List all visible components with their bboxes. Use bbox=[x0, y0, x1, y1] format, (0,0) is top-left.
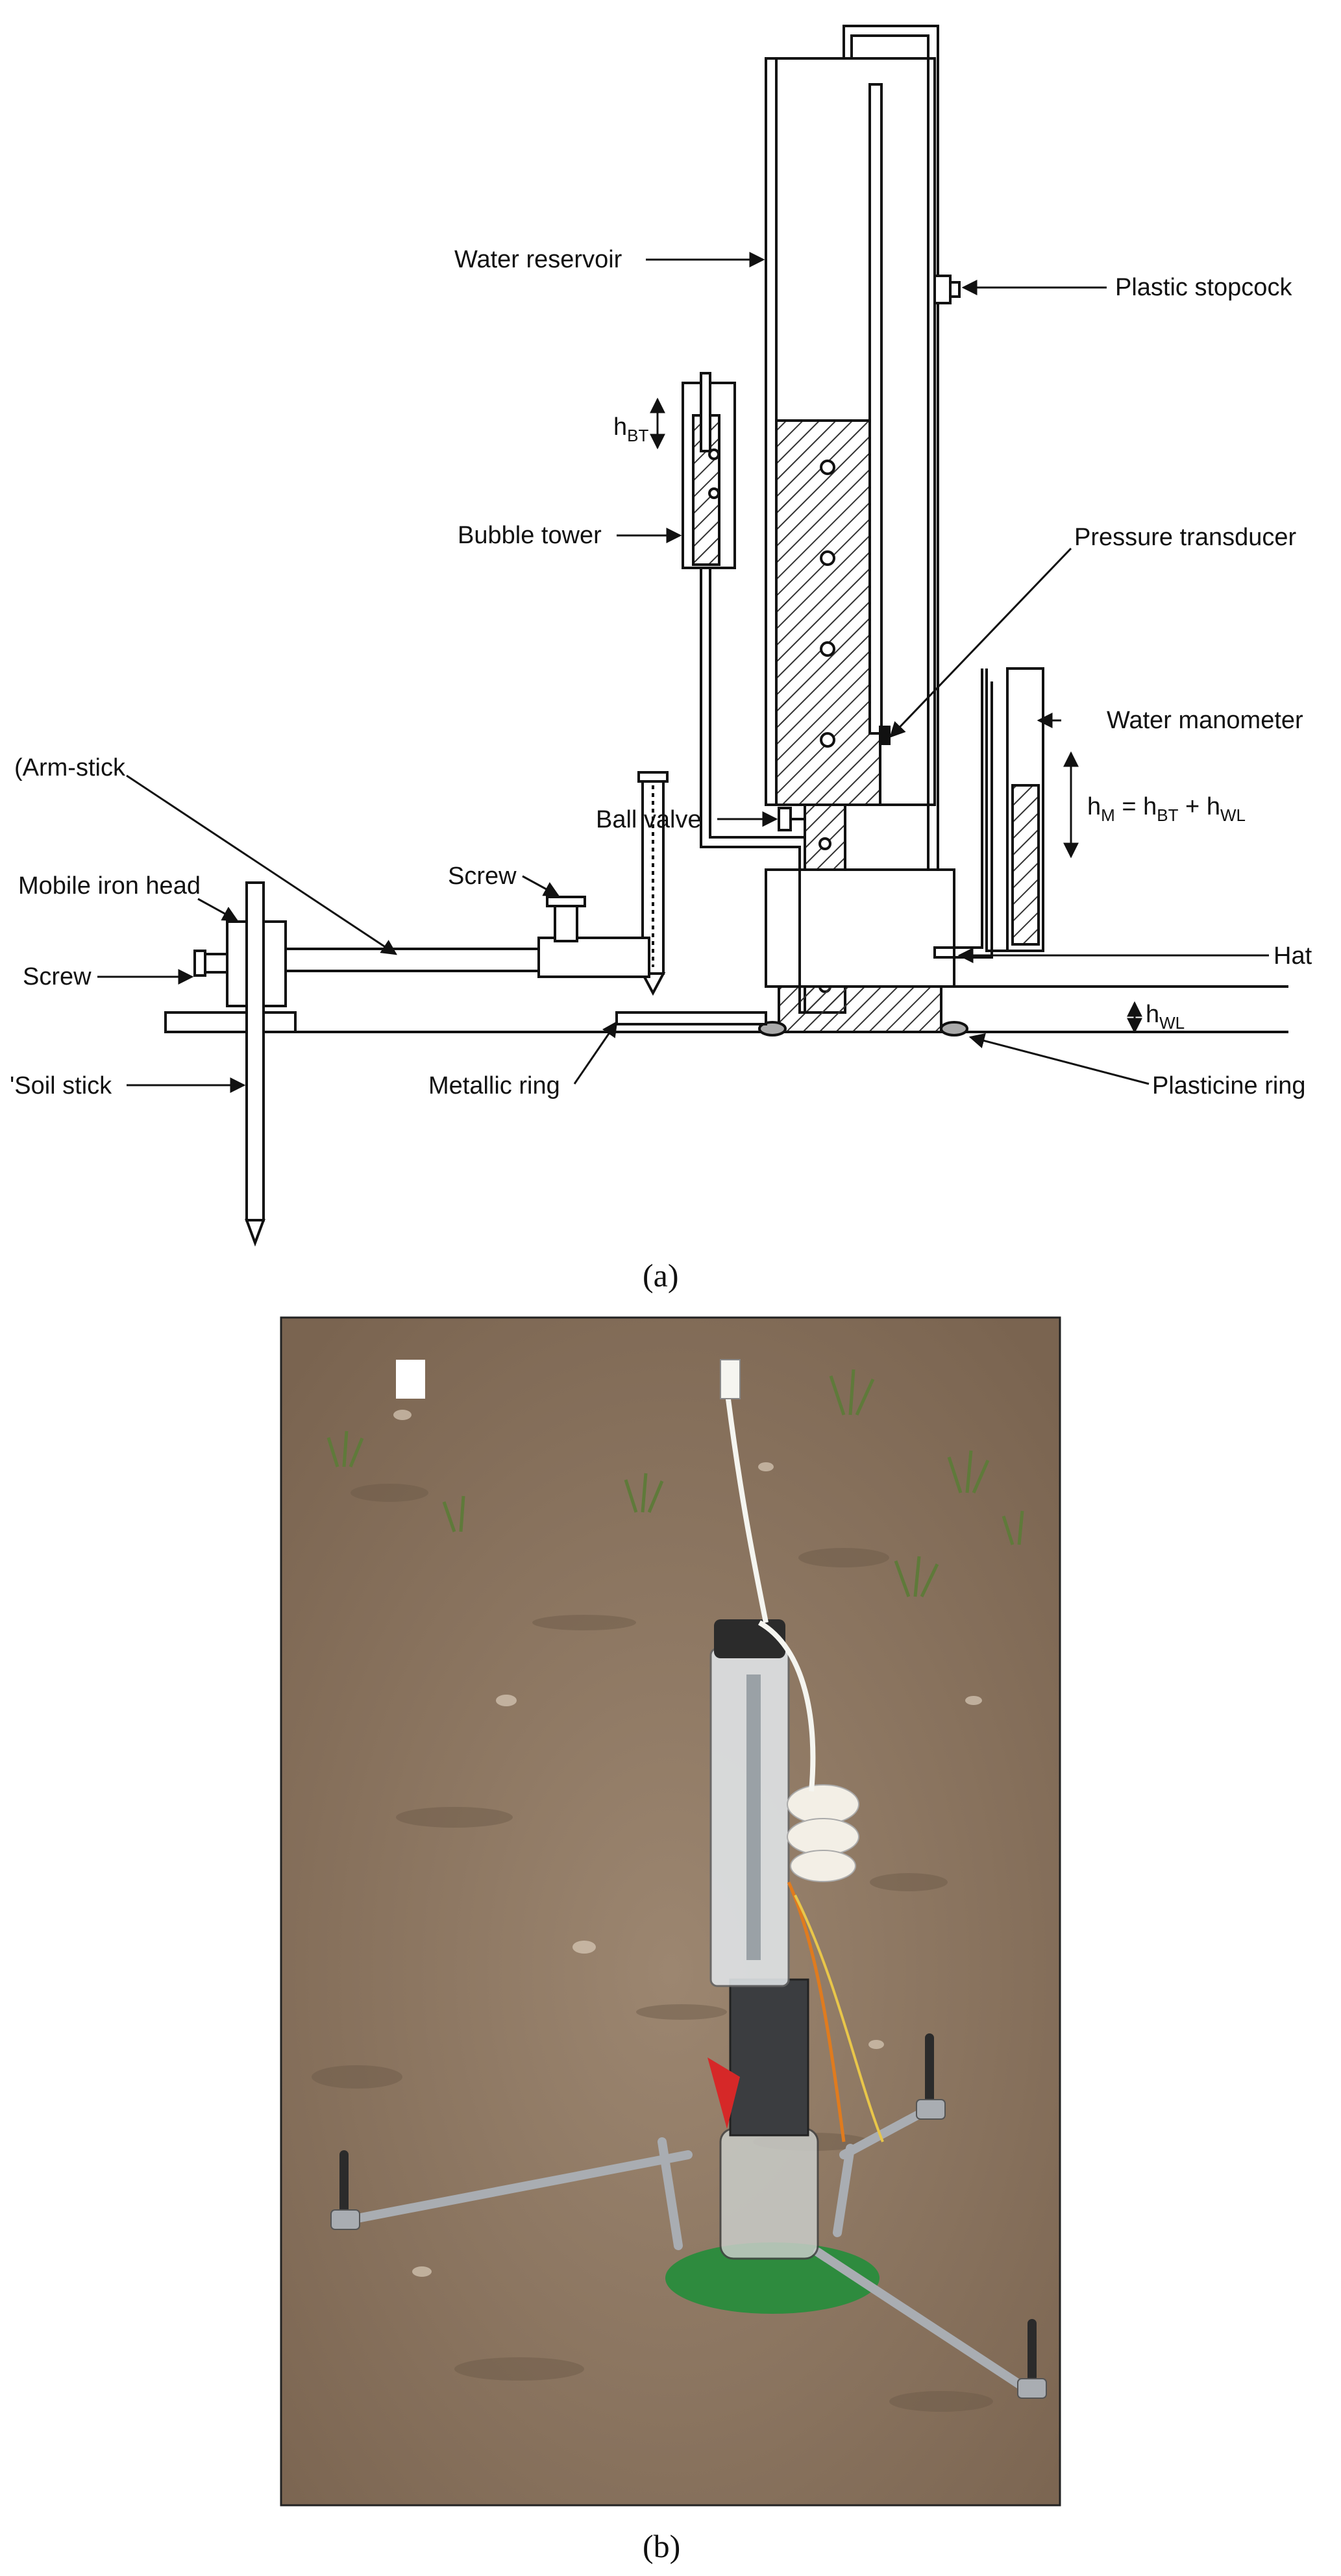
ball-valve bbox=[778, 807, 792, 831]
label-water-reservoir: Water reservoir bbox=[454, 246, 622, 273]
red-clip bbox=[707, 2057, 740, 2129]
soil-stick bbox=[245, 881, 265, 1221]
label-hat: Hat bbox=[1273, 942, 1312, 970]
soil-pebbles bbox=[393, 1410, 982, 2277]
label-screw-left: Screw bbox=[23, 963, 92, 990]
photo-frame bbox=[280, 1316, 1061, 2507]
clamp-heads bbox=[330, 2099, 1047, 2399]
grass-tufts bbox=[326, 1369, 1024, 1598]
label-water-manometer: Water manometer bbox=[1107, 707, 1303, 734]
vertical-screws bbox=[339, 2033, 1037, 2393]
caption-a: (a) bbox=[643, 1257, 679, 1294]
label-h-bt: hBT bbox=[613, 413, 648, 445]
arm-stick bbox=[284, 948, 566, 972]
column-cap bbox=[714, 1619, 785, 1658]
metallic-ring bbox=[615, 1011, 767, 1025]
label-plastic-stopcock: Plastic stopcock bbox=[1115, 274, 1292, 301]
label-h-m-equation: hM = hBT + hWL bbox=[1087, 793, 1246, 825]
label-soil-stick: 'Soil stick bbox=[10, 1072, 112, 1099]
leader-arrows bbox=[97, 252, 1269, 1093]
photo-panel: (b) bbox=[280, 1316, 1061, 2564]
label-ball-valve: Ball valve bbox=[596, 806, 702, 833]
label-metallic-ring: Metallic ring bbox=[428, 1072, 560, 1099]
label-group: Water reservoir Plastic stopcock Bubble … bbox=[10, 246, 1312, 1294]
infiltrometer-mid bbox=[729, 1978, 809, 2137]
base-block bbox=[778, 985, 942, 1033]
wires bbox=[787, 1881, 846, 2142]
label-bubble-tower: Bubble tower bbox=[458, 522, 602, 549]
label-arm-stick: (Arm-stick bbox=[14, 754, 126, 781]
label-pressure-transducer: Pressure transducer bbox=[1074, 524, 1296, 551]
schematic-panel bbox=[164, 25, 1288, 1247]
hat bbox=[765, 868, 955, 988]
white-marker bbox=[396, 1360, 425, 1399]
soil-texture bbox=[312, 1484, 993, 2412]
water-manometer bbox=[933, 669, 993, 959]
caption-b: (b) bbox=[643, 2528, 680, 2564]
label-screw-right: Screw bbox=[448, 863, 517, 890]
metal-arms bbox=[346, 2105, 1030, 2393]
plastic-stopcock bbox=[933, 275, 952, 304]
pressure-transducer bbox=[879, 726, 891, 745]
white-tube bbox=[724, 1388, 816, 1792]
label-mobile-iron-head: Mobile iron head bbox=[18, 872, 201, 900]
infiltrometer-base bbox=[719, 2128, 819, 2260]
label-h-wl: hWL bbox=[1146, 1001, 1185, 1033]
label-plasticine-ring: Plasticine ring bbox=[1152, 1072, 1306, 1099]
